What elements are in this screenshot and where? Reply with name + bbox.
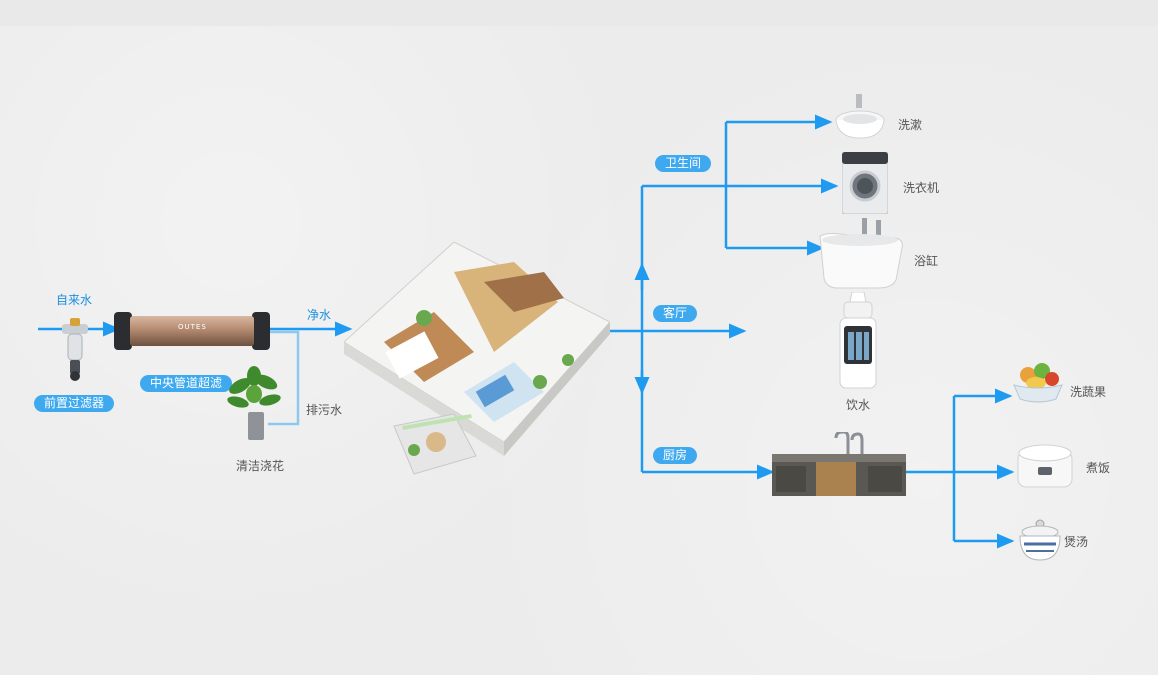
soup-label: 煲汤	[1064, 535, 1089, 549]
pre-filter-pill: 前置过滤器	[34, 395, 115, 412]
rice-label: 煮饭	[1086, 461, 1111, 475]
bathtub-image	[818, 218, 904, 290]
tap-water-label: 自来水	[56, 293, 93, 307]
potted-plant-image	[226, 366, 282, 442]
top-band	[0, 0, 1158, 26]
pre-filter-device	[58, 318, 92, 382]
water-dispenser-image	[836, 291, 880, 390]
vegetables-label: 洗蔬果	[1070, 385, 1107, 399]
soup-pot-image	[1016, 518, 1064, 564]
waste-pipe	[268, 330, 300, 426]
pure-water-label: 净水	[307, 308, 332, 322]
waste-water-label: 排污水	[306, 403, 343, 417]
fruit-bowl-image	[1012, 361, 1064, 405]
house-floorplan-image	[343, 241, 611, 492]
flowers-label: 清洁浇花	[236, 459, 285, 473]
filter-brand-text: OUTES	[178, 323, 207, 331]
drink-label: 饮水	[846, 398, 871, 412]
washbasin-image	[834, 94, 886, 142]
bathtub-label: 浴缸	[914, 254, 939, 268]
room-bathroom-pill: 卫生间	[655, 155, 712, 172]
rice-cooker-image	[1016, 441, 1074, 489]
washing-machine-image	[841, 151, 889, 215]
kitchen-sink-image	[772, 430, 906, 496]
room-living-pill: 客厅	[653, 305, 698, 322]
room-kitchen-pill: 厨房	[653, 447, 698, 464]
central-filter-pill: 中央管道超滤	[140, 375, 233, 392]
central-filter-device: OUTES	[114, 310, 270, 352]
laundry-label: 洗衣机	[903, 181, 940, 195]
wash-label: 洗漱	[898, 118, 923, 132]
